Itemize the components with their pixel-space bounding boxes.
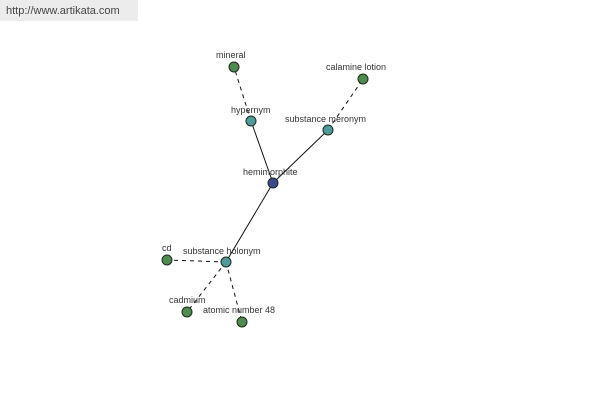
node-circle[interactable] [228,61,240,73]
graph-node-cd[interactable]: cd [161,243,173,266]
graph-node-mineral[interactable]: mineral [216,50,246,73]
node-circle[interactable] [161,254,173,266]
node-label-hypernym[interactable]: hypernym [231,105,271,115]
node-label-substance-holonym[interactable]: substance holonym [183,246,261,256]
graph-node-cadmium[interactable]: cadmium [169,295,206,318]
edge-hemimorphite-hypernym [250,120,274,184]
site-url-link[interactable]: http://www.artikata.com [6,5,120,17]
graph-edges [166,66,364,323]
node-circle[interactable] [322,124,334,136]
graph-node-atomic-number-48[interactable]: atomic number 48 [203,305,275,328]
site-url-banner[interactable]: http://www.artikata.com [0,0,138,21]
edge-hypernym-mineral [233,66,252,122]
node-circle[interactable] [181,306,193,318]
node-label-substance-meronym[interactable]: substance meronym [285,114,366,124]
edge-hemimorphite-substance-meronym [272,129,329,184]
node-label-cadmium[interactable]: cadmium [169,295,206,305]
node-label-atomic-number-48[interactable]: atomic number 48 [203,305,275,315]
node-circle[interactable] [220,256,232,268]
graph-node-substance-meronym[interactable]: substance meronym [285,114,366,136]
node-label-hemimorphite[interactable]: hemimorphite [243,167,298,177]
graph-node-hypernym[interactable]: hypernym [231,105,271,127]
node-label-calamine-lotion[interactable]: calamine lotion [326,62,386,72]
graph-node-calamine-lotion[interactable]: calamine lotion [326,62,386,85]
graph-node-substance-holonym[interactable]: substance holonym [183,246,261,268]
node-circle[interactable] [267,177,279,189]
node-label-cd[interactable]: cd [162,243,172,253]
edge-substance-holonym-cadmium [186,261,227,313]
edge-substance-holonym-atomic-number-48 [225,261,243,323]
node-circle[interactable] [357,73,369,85]
node-circle[interactable] [236,316,248,328]
edge-hemimorphite-substance-holonym [225,182,274,263]
node-circle[interactable] [245,115,257,127]
graph-node-hemimorphite[interactable]: hemimorphite [243,167,298,189]
edge-substance-meronym-calamine-lotion [327,78,364,131]
node-label-mineral[interactable]: mineral [216,50,246,60]
edge-substance-holonym-cd [166,259,227,263]
